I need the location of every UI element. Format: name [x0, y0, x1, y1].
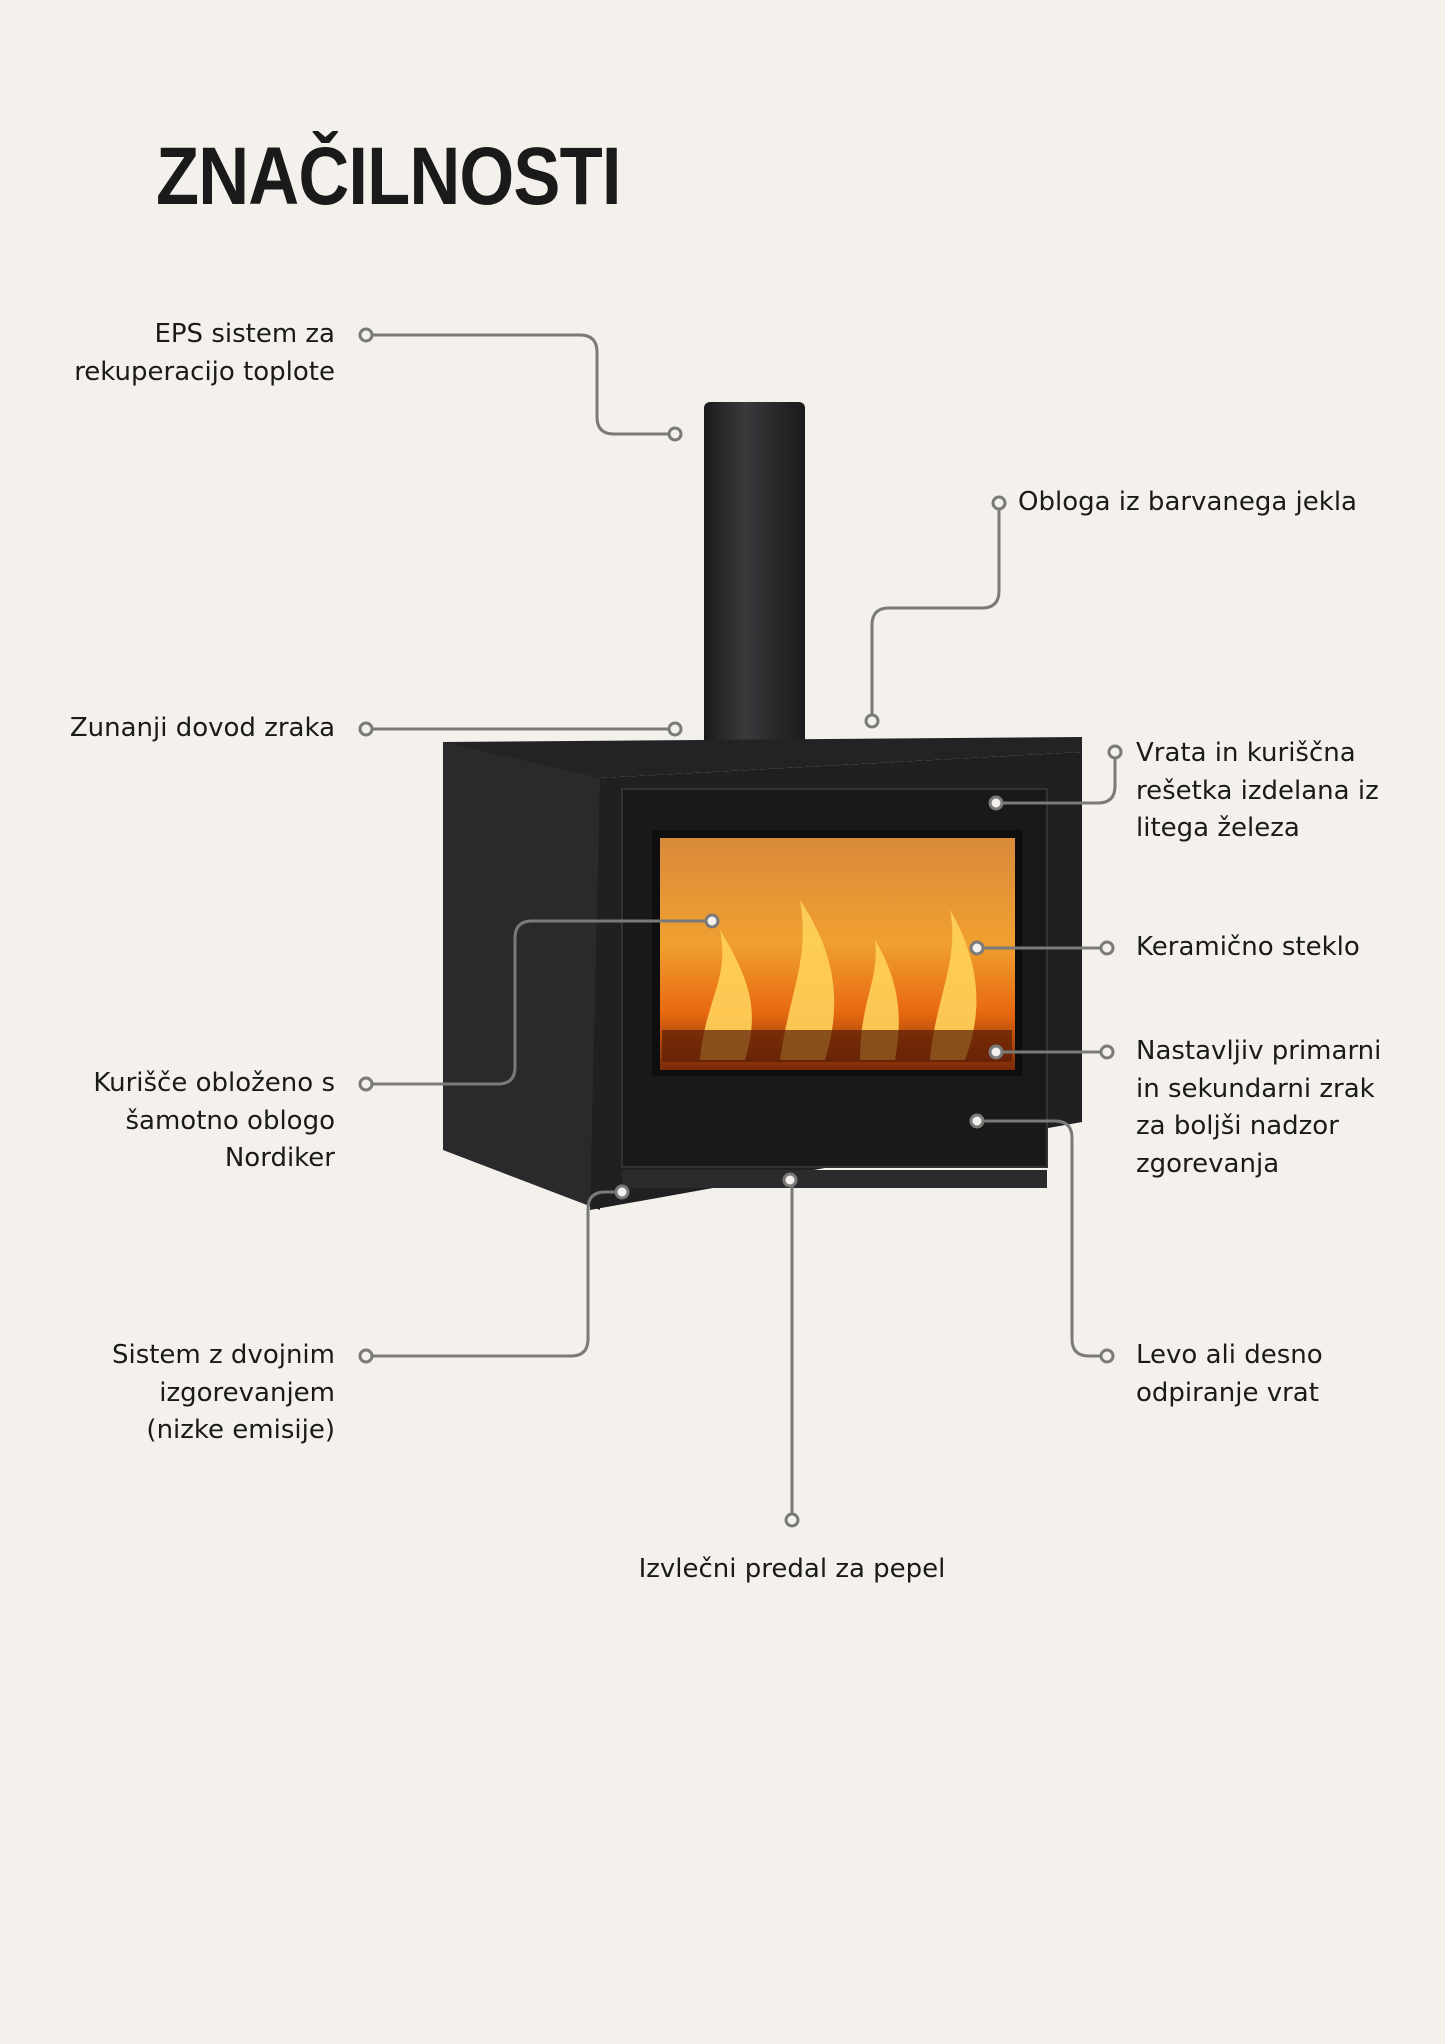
label-firebox-lining: Kurišče obloženo s šamotno oblogo Nordik… [93, 1068, 335, 1173]
label-external-air-supply: Zunanji dovod zraka [69, 713, 335, 743]
logs [662, 1030, 1012, 1062]
label-cast-iron-door: Vrata in kuriščna rešetka izdelana iz li… [1136, 738, 1379, 843]
flames [700, 900, 977, 1060]
label-steel-cladding: Obloga iz barvanega jekla [1018, 487, 1357, 517]
stove-top [443, 737, 1082, 778]
label-ceramic-glass: Keramično steklo [1136, 932, 1360, 962]
label-air-control: Nastavljiv primarni in sekundarni zrak z… [1136, 1036, 1382, 1179]
label-double-combustion: Sistem z dvojnim izgorevanjem (nizke emi… [111, 1340, 335, 1445]
leader-lines [366, 333, 1117, 1520]
label-door-opening: Levo ali desno odpiranje vrat [1136, 1340, 1323, 1408]
leader-dots [358, 327, 1123, 1528]
label-eps-heat-recovery: EPS sistem za rekuperacijo toplote [74, 319, 335, 387]
stove-side [443, 742, 600, 1210]
page-title: ZNAČILNOSTI [156, 131, 621, 222]
chimney-pipe [704, 402, 805, 752]
label-ash-drawer: Izvlečni predal za pepel [638, 1554, 946, 1584]
ash-drawer [622, 1170, 1047, 1188]
stove-image [443, 402, 1082, 1210]
